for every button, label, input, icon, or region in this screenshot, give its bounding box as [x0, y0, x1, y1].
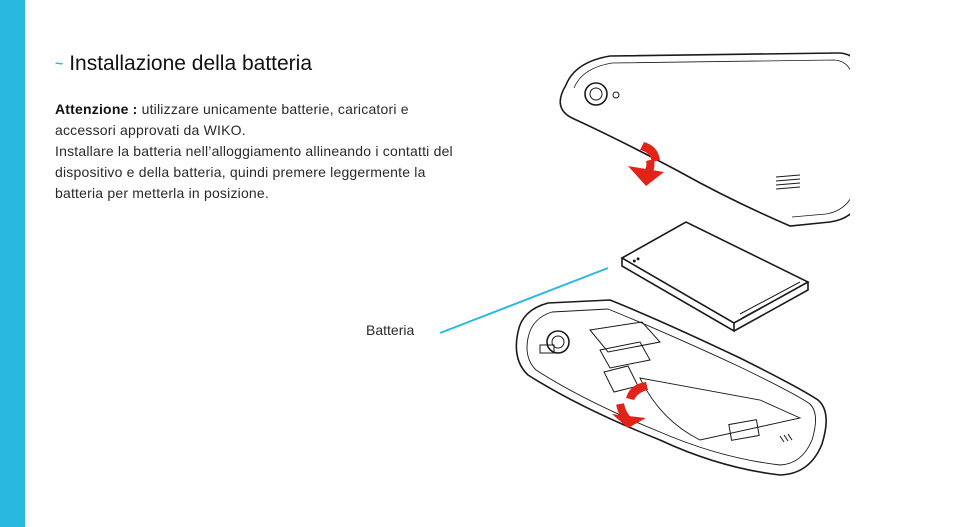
callout-line — [439, 267, 609, 334]
battery-install-illustration: ●● — [439, 52, 850, 476]
curved-arrow-icon — [612, 382, 648, 428]
instructions-text: Attenzione : utilizzare unicamente batte… — [55, 99, 460, 204]
curved-arrow-icon — [628, 142, 664, 186]
battery-icon: ●● — [620, 221, 810, 333]
battery-callout-label: Batteria — [366, 322, 415, 338]
phone-body-icon — [515, 299, 827, 476]
side-accent-bar — [0, 0, 25, 527]
title-text: Installazione della batteria — [69, 52, 313, 75]
warning-text: utilizzare unicamente batterie, caricato… — [55, 101, 409, 138]
page-title: ~ Installazione della batteria — [55, 52, 312, 76]
warning-label: Attenzione : — [55, 101, 138, 117]
phone-back-cover-icon — [559, 52, 850, 227]
instruction-paragraph: Installare la batteria nell’alloggiament… — [55, 143, 453, 201]
title-marker: ~ — [55, 55, 64, 71]
warning-paragraph: Attenzione : utilizzare unicamente batte… — [55, 99, 460, 141]
svg-text:●●: ●● — [631, 255, 642, 265]
